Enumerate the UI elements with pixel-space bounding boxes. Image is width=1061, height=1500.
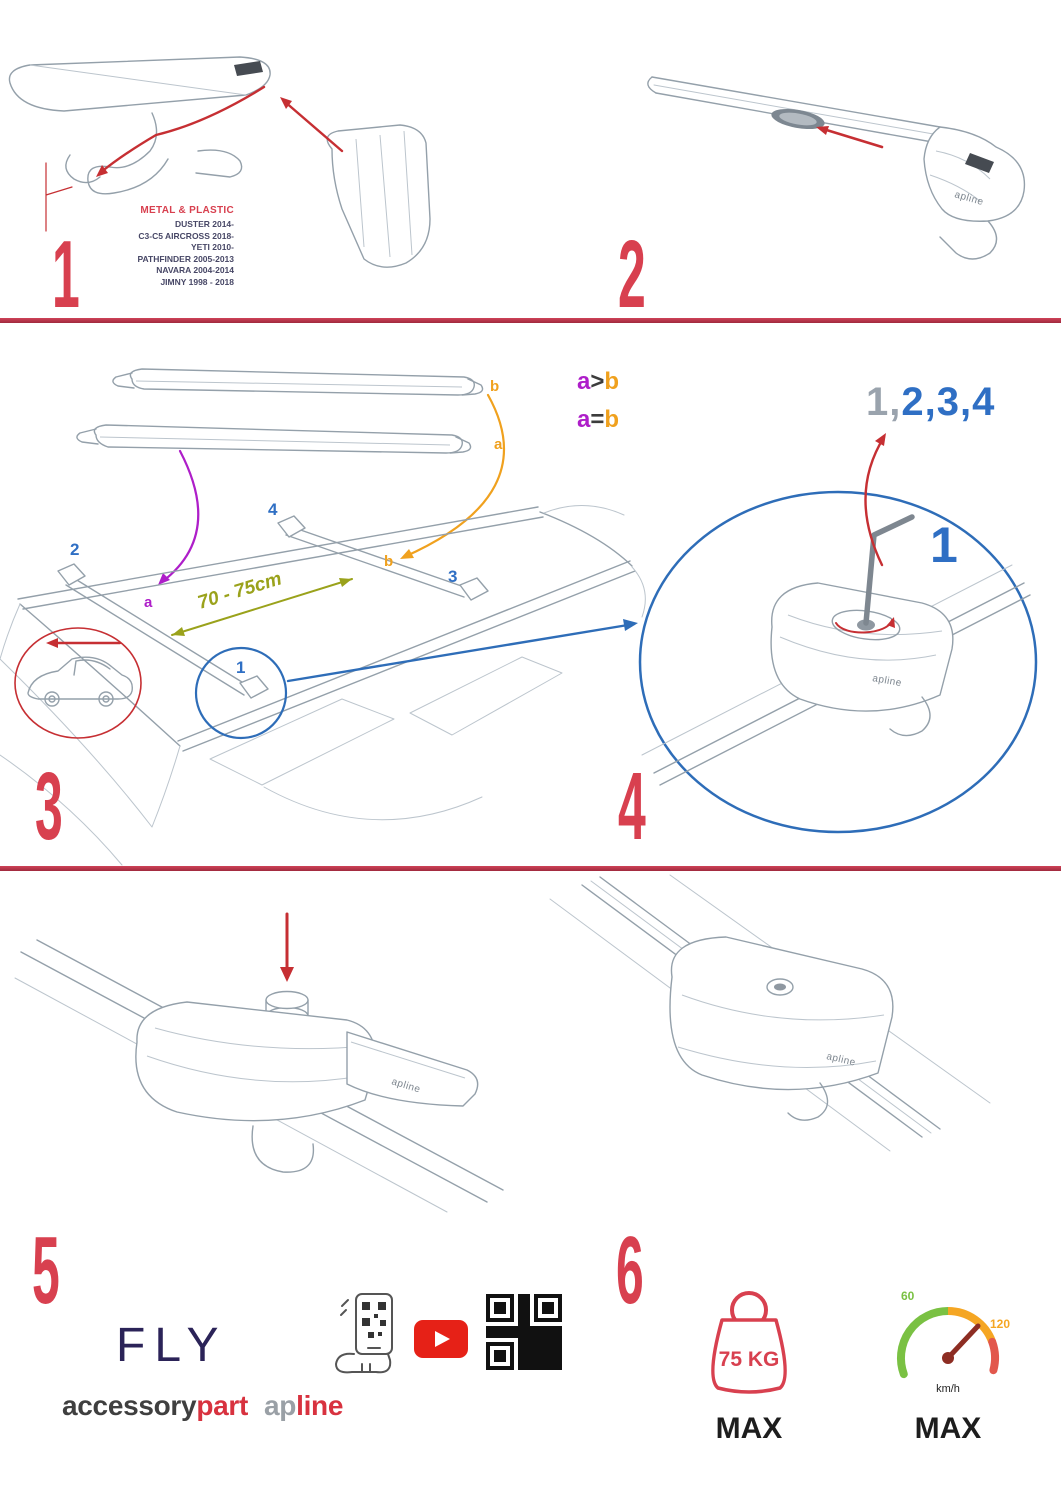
step6-mounted-clamp-drawing: apline — [549, 874, 991, 1152]
rule1-a: a — [577, 368, 591, 395]
sequence-gray-part: 1, — [866, 380, 902, 424]
step2-foot-drawing: apline — [923, 126, 1026, 260]
roof-label-b: b — [384, 553, 393, 570]
brand-badge — [965, 153, 994, 173]
brand-badge — [234, 61, 263, 76]
material-label: METAL & PLASTIC — [140, 205, 234, 216]
rotate-arrow — [835, 617, 895, 634]
speed-limit-icon: 60 120 km/h — [896, 1289, 1010, 1395]
bar-slot-inner — [779, 112, 817, 126]
cover-knob — [265, 990, 309, 1010]
brand-accessory: accessory — [62, 1390, 197, 1421]
model-line: YETI 2010- — [191, 242, 234, 252]
step3-number: 3 — [35, 753, 63, 860]
guide-curve-a — [160, 449, 200, 584]
distance-arrow — [171, 578, 353, 636]
qr-code — [486, 1294, 562, 1370]
rule-line-1: a>b — [577, 363, 619, 401]
model-line: NAVARA 2004-2014 — [156, 265, 234, 275]
section-divider-top — [0, 318, 1061, 323]
stacked-bar-a — [76, 424, 472, 454]
weight-value: 75 KG — [719, 1348, 780, 1371]
step2-bar-insert-drawing: apline — [647, 76, 1026, 260]
speed-unit-label: km/h — [936, 1383, 960, 1395]
rule1-b: b — [604, 368, 620, 395]
bar-order-rules: a>b a=b — [577, 363, 619, 439]
roof-pos-2: 2 — [70, 540, 79, 559]
rule-line-2: a=b — [577, 401, 619, 439]
model-line: PATHFINDER 2005-2013 — [137, 253, 234, 264]
phone-qr-pixels — [362, 1302, 386, 1338]
step1-clamp-exploded-drawing — [8, 56, 431, 268]
bar-profile — [346, 1031, 479, 1107]
detail-magnifier-ellipse — [638, 490, 1038, 834]
detail-highlight-circle — [194, 646, 288, 740]
distance-label: 70 - 75cm — [195, 568, 284, 613]
step1-red-arrows — [45, 85, 344, 232]
step1-crossbar-drawing — [8, 56, 271, 112]
stack-label-a: a — [494, 436, 503, 453]
tightening-sequence: 1,2,3,4 — [866, 380, 995, 425]
step5-knob-drawing: apline — [14, 912, 504, 1213]
tool-step-label: 1 — [930, 517, 958, 573]
rear-crossbar — [277, 515, 489, 601]
rule1-op: > — [590, 368, 605, 395]
step5-clamp-drawing: apline — [135, 990, 479, 1173]
step5-number: 5 — [32, 1217, 60, 1324]
model-line: JIMNY 1998 - 2018 — [160, 276, 234, 287]
phone-scan-icon — [335, 1293, 393, 1374]
step3-roof-overview-drawing: b a — [0, 368, 646, 866]
speed-low-label: 60 — [901, 1289, 915, 1303]
speed-max-label: MAX — [914, 1412, 982, 1445]
product-name: FLY — [116, 1319, 228, 1372]
youtube-icon — [414, 1320, 468, 1358]
detail-pointer-arrow — [286, 622, 636, 683]
drawing-brand-text: apline — [871, 673, 902, 689]
step1-model-list: METAL & PLASTIC DUSTER 2014- C3-C5 AIRCR… — [86, 205, 234, 288]
speed-high-label: 120 — [990, 1317, 1010, 1331]
qr-finder-patterns — [486, 1294, 562, 1370]
detail-clamp-drawing: apline — [770, 582, 954, 737]
brand-line: line — [296, 1390, 344, 1421]
rule2-b: b — [604, 406, 620, 433]
sequence-arrow — [864, 433, 886, 567]
weight-limit-icon: 75 KG — [711, 1291, 787, 1394]
roof-label-a: a — [144, 594, 153, 611]
car-roof-top-view — [0, 505, 646, 866]
roof-pos-4: 4 — [268, 500, 278, 519]
weight-max-label: MAX — [715, 1412, 783, 1445]
speedometer-needle — [945, 1323, 981, 1361]
rule2-op: = — [590, 406, 605, 433]
step6-number: 6 — [616, 1217, 644, 1324]
step1-cover-drawing — [326, 124, 431, 268]
qr-data-modules — [486, 1294, 562, 1370]
model-line: C3-C5 AIRCROSS 2018- — [138, 230, 234, 241]
step2-number: 2 — [618, 221, 646, 328]
brand-ap: ap — [264, 1390, 297, 1421]
model-line: DUSTER 2014- — [174, 219, 234, 229]
allen-key-drawing — [863, 514, 915, 626]
step5-press-arrow — [280, 912, 294, 982]
stack-label-b: b — [490, 378, 499, 395]
brand-part: part — [196, 1390, 249, 1421]
roof-pos-1: 1 — [236, 658, 245, 677]
roof-pos-3: 3 — [448, 567, 457, 586]
guide-curve-b — [402, 393, 505, 559]
step2-red-arrow — [816, 126, 884, 149]
step6-clamp-drawing: apline — [669, 936, 894, 1121]
step4-number: 4 — [618, 753, 646, 860]
sequence-blue-part: 2,3,4 — [901, 380, 996, 424]
step1-claw-drawing — [65, 112, 243, 195]
step4-tightening-detail-drawing: apline — [638, 433, 1038, 834]
front-crossbar — [57, 563, 269, 699]
car-direction-inset — [14, 627, 142, 739]
step1-number: 1 — [52, 221, 80, 328]
rule2-a: a — [577, 406, 591, 433]
stacked-bar-b — [112, 368, 484, 396]
section-divider-bottom — [0, 866, 1061, 871]
